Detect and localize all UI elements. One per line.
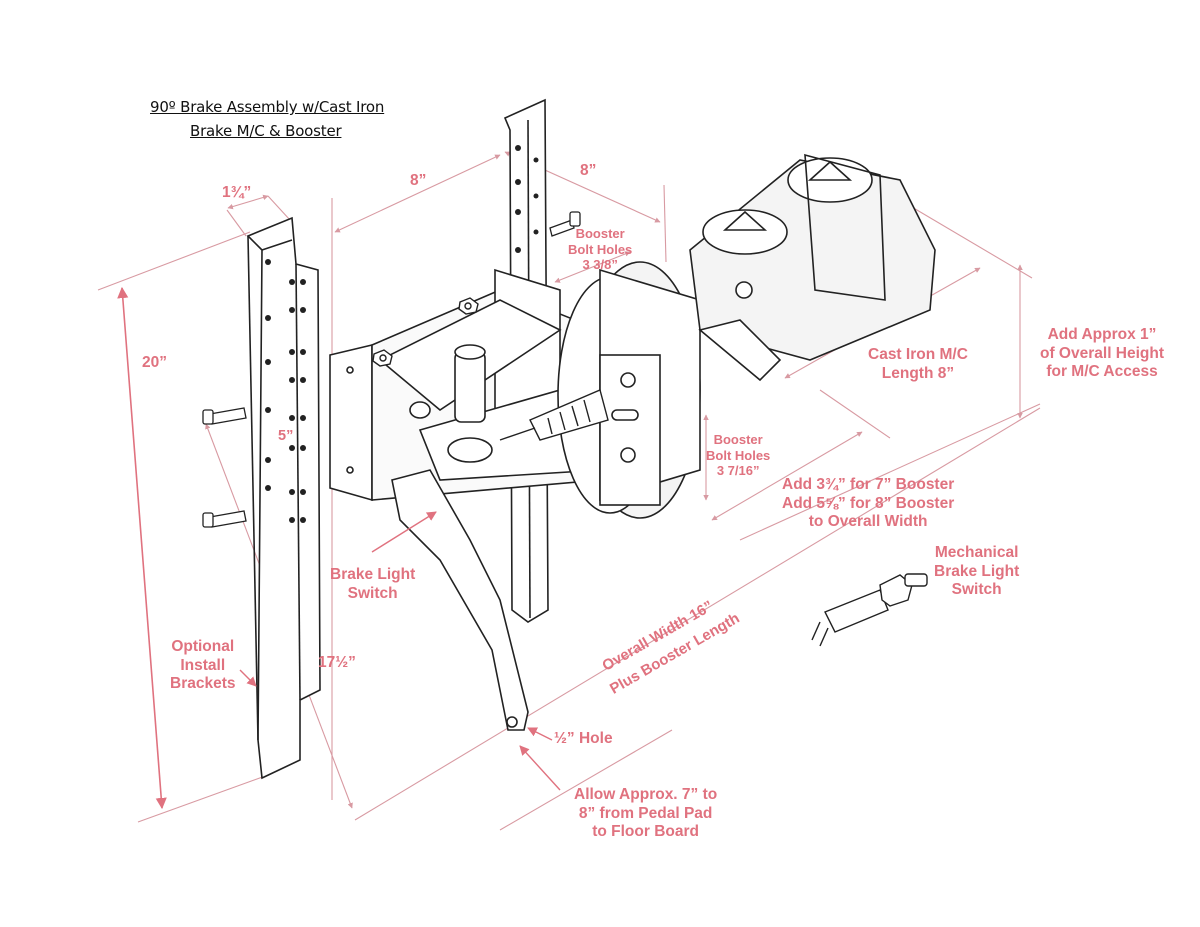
label-half-hole: ½” Hole xyxy=(554,730,613,747)
label-line: to Floor Board xyxy=(592,823,699,841)
dim-pedal-length: 17½” xyxy=(318,654,356,671)
label-line: Length 8” xyxy=(881,364,955,382)
mechanical-brake-light-switch xyxy=(811,573,928,647)
label-mechanical-switch: Mechanical Brake Light Switch xyxy=(934,544,1019,600)
pedal-box xyxy=(329,268,602,502)
label-line: Add 3¾” for 7” Booster xyxy=(782,476,955,493)
label-line: Allow Approx. 7” to xyxy=(574,786,718,803)
label-line: Bolt Holes xyxy=(568,241,633,257)
label-line: for M/C Access xyxy=(1046,363,1158,381)
label-line: Brackets xyxy=(170,675,236,693)
label-line: Add 5⅝” for 8” Booster xyxy=(782,494,955,512)
label-line: Booster xyxy=(713,432,763,447)
label-line: Switch xyxy=(951,581,1002,599)
label-brake-light-switch: Brake Light Switch xyxy=(330,566,415,603)
label-line: Install xyxy=(180,656,226,674)
label-line: Bolt Holes xyxy=(706,447,771,463)
label-line: Cast Iron M/C xyxy=(868,346,968,363)
label-booster-bolt-holes-side: Booster Bolt Holes 3 7/16” xyxy=(706,432,770,479)
bracket-holes xyxy=(265,259,306,523)
label-line: 3 7/16” xyxy=(716,463,760,479)
label-pedal-pad: Allow Approx. 7” to 8” from Pedal Pad to… xyxy=(574,786,717,842)
optional-install-bracket xyxy=(246,216,321,780)
label-line: to Overall Width xyxy=(808,513,928,531)
loose-nuts xyxy=(372,297,479,367)
bracket-bolts xyxy=(202,211,581,528)
label-cast-iron-mc: Cast Iron M/C Length 8” xyxy=(868,346,968,383)
dim-bracket-gap: 8” xyxy=(410,172,427,189)
label-line: 8” from Pedal Pad xyxy=(578,804,713,822)
dim-bracket-width: 1¾” xyxy=(222,184,252,201)
master-cylinder xyxy=(689,153,936,382)
leader-arrows xyxy=(239,511,561,791)
brake-pedal-arm xyxy=(391,469,529,731)
label-line: Brake Light xyxy=(330,566,416,583)
dim-hole-spacing: 5” xyxy=(278,428,294,444)
label-line: Mechanical xyxy=(934,544,1019,561)
label-line: Switch xyxy=(347,584,398,602)
diagram-title-line-2: Brake M/C & Booster xyxy=(190,122,342,140)
dimension-lines xyxy=(97,151,1041,831)
label-booster-width: Add 3¾” for 7” Booster Add 5⅝” for 8” Bo… xyxy=(782,476,954,532)
label-line: of Overall Height xyxy=(1040,344,1165,362)
label-line: Booster xyxy=(575,226,625,241)
diagram-title-line-1: 90º Brake Assembly w/Cast Iron xyxy=(150,98,385,116)
label-booster-bolt-holes-top: Booster Bolt Holes 3 3/8” xyxy=(568,226,632,273)
brake-booster xyxy=(557,261,701,519)
label-mc-access: Add Approx 1” of Overall Height for M/C … xyxy=(1040,326,1164,382)
pivot-shaft xyxy=(409,344,493,463)
pushrod-boot xyxy=(499,389,609,441)
dim-height: 20” xyxy=(142,354,167,371)
label-line: Add Approx 1” xyxy=(1047,326,1157,343)
label-line: 3 3/8” xyxy=(582,257,618,273)
label-line: Brake Light xyxy=(934,562,1020,580)
label-optional-brackets: Optional Install Brackets xyxy=(170,638,236,694)
dim-bracket-to-booster: 8” xyxy=(580,162,597,179)
label-line: Optional xyxy=(171,638,235,655)
